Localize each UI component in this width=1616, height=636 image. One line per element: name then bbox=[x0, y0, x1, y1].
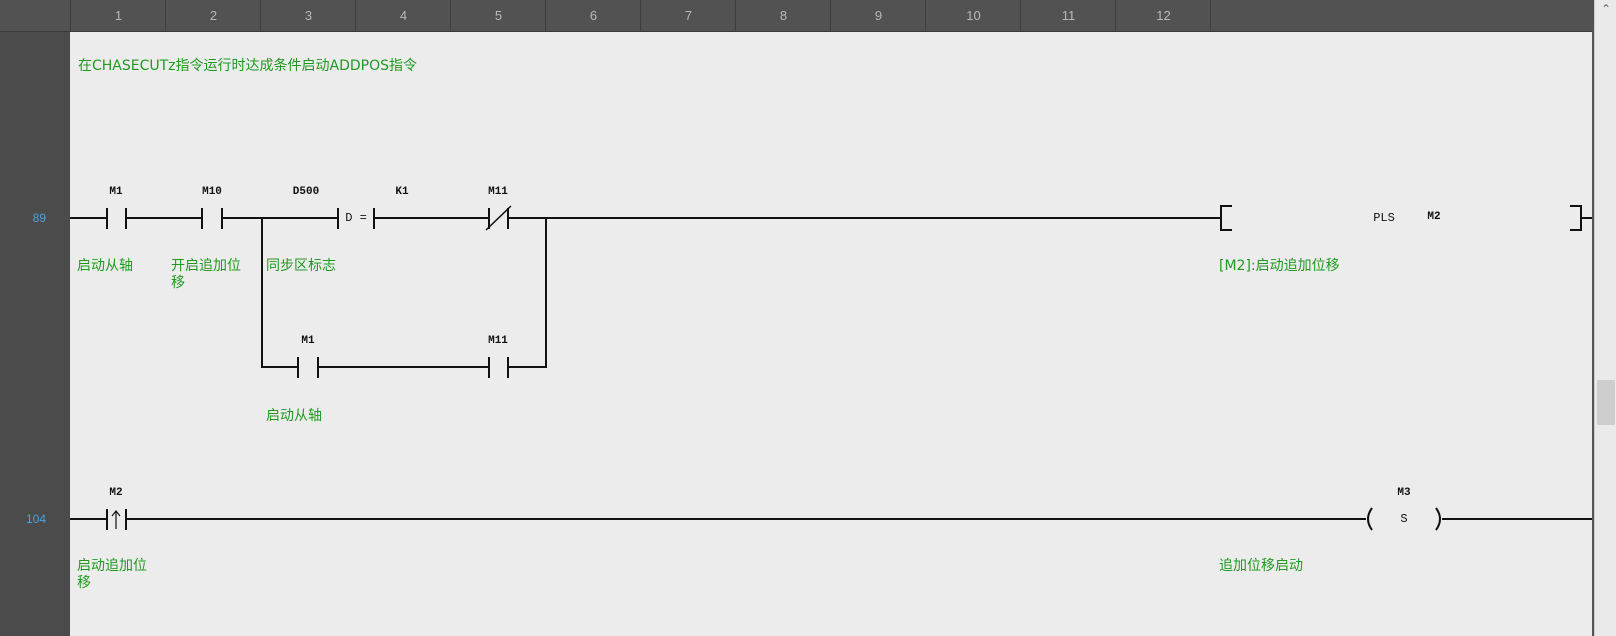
branch-m1-operand: M1 bbox=[301, 335, 315, 347]
column-header-5: 5 bbox=[450, 0, 546, 31]
column-header-8: 8 bbox=[735, 0, 831, 31]
compare-operator: D = bbox=[345, 211, 367, 225]
instruction-operand: M2 bbox=[1427, 211, 1441, 223]
instruction-comment: [M2]:启动追加位移 bbox=[1219, 258, 1340, 274]
column-header-4: 4 bbox=[355, 0, 451, 31]
contact-m2-comment: 启动追加位 移 bbox=[77, 558, 147, 591]
right-power-rail bbox=[1592, 31, 1594, 636]
contact-m10-operand: M10 bbox=[202, 186, 222, 198]
column-header-10: 10 bbox=[925, 0, 1021, 31]
branch-m1-symbol[interactable] bbox=[297, 357, 319, 378]
statement-comment: 在CHASECUTz指令运行时达成条件启动ADDPOS指令 bbox=[78, 58, 418, 74]
vertical-scrollbar[interactable]: ⌃ bbox=[1594, 0, 1616, 636]
step-number-104: 104 bbox=[25, 512, 46, 526]
branch-wire bbox=[261, 218, 547, 368]
step-number-89: 89 bbox=[32, 211, 46, 225]
instruction-bracket-right[interactable] bbox=[1570, 205, 1582, 231]
branch-m1-comment: 启动从轴 bbox=[266, 408, 322, 424]
compare-comment: 同步区标志 bbox=[266, 258, 336, 274]
step-gutter bbox=[0, 0, 70, 636]
compare-symbol[interactable] bbox=[337, 208, 375, 229]
branch-m11-symbol[interactable] bbox=[488, 357, 509, 378]
contact-m2-rising-symbol[interactable] bbox=[106, 509, 127, 530]
column-header-3: 3 bbox=[260, 0, 356, 31]
instruction-bracket-left[interactable] bbox=[1220, 205, 1232, 231]
contact-m11-operand: M11 bbox=[488, 186, 508, 198]
contact-m1-symbol[interactable] bbox=[106, 208, 127, 229]
contact-m1-operand: M1 bbox=[109, 186, 123, 198]
contact-m10-comment: 开启追加位 移 bbox=[171, 258, 241, 291]
coil-function: S bbox=[1400, 512, 1408, 526]
coil-comment: 追加位移启动 bbox=[1219, 558, 1303, 574]
contact-m11-nc-symbol[interactable] bbox=[485, 205, 512, 231]
scroll-up-arrow-icon[interactable]: ⌃ bbox=[1600, 2, 1612, 16]
ladder-canvas[interactable] bbox=[70, 32, 1592, 636]
column-header-9: 9 bbox=[830, 0, 926, 31]
compare-operand1: D500 bbox=[292, 186, 320, 198]
instruction-name: PLS bbox=[1373, 211, 1395, 225]
column-header-7: 7 bbox=[640, 0, 736, 31]
scrollbar-thumb[interactable] bbox=[1597, 380, 1615, 425]
contact-m10-symbol[interactable] bbox=[201, 208, 223, 229]
contact-m2-operand: M2 bbox=[109, 487, 123, 499]
contact-m1-comment: 启动从轴 bbox=[77, 258, 133, 274]
column-header-11: 11 bbox=[1020, 0, 1116, 31]
branch-m11-operand: M11 bbox=[488, 335, 508, 347]
column-header-1: 1 bbox=[70, 0, 166, 31]
column-header-blank bbox=[1210, 0, 1595, 31]
coil-m3-symbol[interactable] bbox=[1367, 507, 1441, 531]
coil-operand: M3 bbox=[1397, 487, 1411, 499]
compare-operand2: K1 bbox=[395, 186, 409, 198]
column-header-2: 2 bbox=[165, 0, 261, 31]
column-header-12: 12 bbox=[1115, 0, 1211, 31]
column-header-6: 6 bbox=[545, 0, 641, 31]
